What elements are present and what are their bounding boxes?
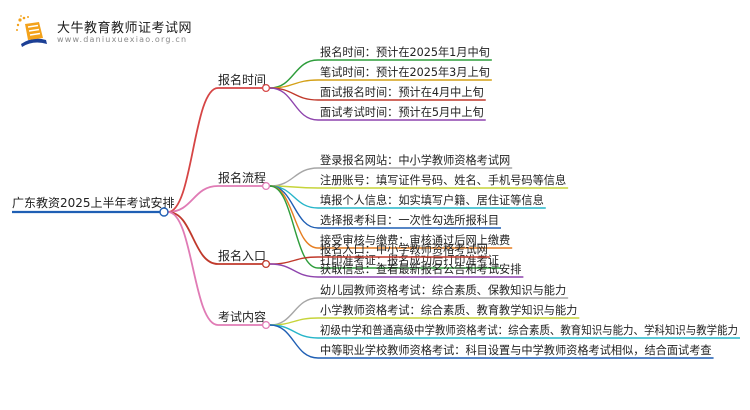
leaf-topic: 小学教师资格考试：综合素质、教育教学知识与能力 (320, 303, 577, 317)
branch-topic: 报名流程 (218, 170, 266, 185)
branch-to-leaf-edge (269, 324, 319, 359)
branch-topic: 考试内容 (218, 309, 266, 324)
branch-topic: 报名时间 (218, 72, 266, 87)
leaf-topic: 选择报考科目：一次性勾选所报科目 (320, 213, 499, 227)
leaf-topic: 面试考试时间：预计在5月中上旬 (320, 106, 484, 119)
leaf-topic: 报名入口：中小学教师资格考试网 (320, 242, 488, 256)
branch-connector-dot (261, 259, 271, 269)
leaf-topic: 幼儿园教师资格考试：综合素质、保教知识与能力 (320, 283, 566, 297)
branch-to-leaf-edge (269, 324, 319, 339)
root-topic: 广东教资2025上半年考试安排 (12, 195, 175, 210)
leaf-topic: 登录报名网站：中小学教师资格考试网 (320, 153, 510, 167)
leaf-topic: 填报个人信息：如实填写户籍、居住证等信息 (320, 193, 544, 207)
root-to-branch-edge (167, 87, 219, 213)
branch-connector-dot (261, 83, 271, 93)
leaf-topic: 笔试时间：预计在2025年3月上旬 (320, 65, 490, 79)
root-to-branch-edge (167, 211, 219, 265)
branch-to-leaf-edge (269, 87, 319, 121)
leaf-topic: 注册账号：填写证件号码、姓名、手机号码等信息 (320, 173, 566, 187)
branch-to-leaf-edge (269, 263, 319, 278)
leaf-topic: 初级中学和普通高级中学教师资格考试：综合素质、教育知识与能力、学科知识与教学能力 (320, 323, 738, 337)
leaf-topic: 获取信息：查看最新报名公告和考试安排 (320, 262, 521, 276)
leaf-topic: 接受审核与缴费：审核通过后网上缴费 (320, 233, 510, 247)
branch-to-leaf-edge (269, 185, 319, 249)
leaf-topic: 中等职业学校教师资格考试：科目设置与中学教师资格考试相似，结合面试考查 (320, 343, 712, 357)
root-connector-dot (159, 207, 169, 217)
root-to-branch-edge (167, 185, 219, 213)
branch-connector-dot (261, 320, 271, 330)
brand-name: 大牛教育教师证考试网 (57, 21, 193, 36)
book-emblem-icon (16, 15, 47, 47)
root-to-branch-edge (167, 211, 219, 326)
brand-url: www.daniuxuexiao.org.cn (57, 35, 188, 44)
branch-connector-dot (261, 181, 271, 191)
branch-to-leaf-edge (269, 167, 319, 187)
leaf-topic: 报名时间：预计在2025年1月中旬 (320, 45, 490, 59)
leaf-topic: 面试报名时间：预计在4月中上旬 (320, 85, 484, 99)
branch-to-leaf-edge (269, 256, 319, 265)
branch-to-leaf-edge (269, 185, 319, 269)
site-logo: 大牛教育教师证考试网 www.daniuxuexiao.org.cn (15, 14, 255, 50)
branch-topic: 报名入口 (218, 248, 266, 263)
